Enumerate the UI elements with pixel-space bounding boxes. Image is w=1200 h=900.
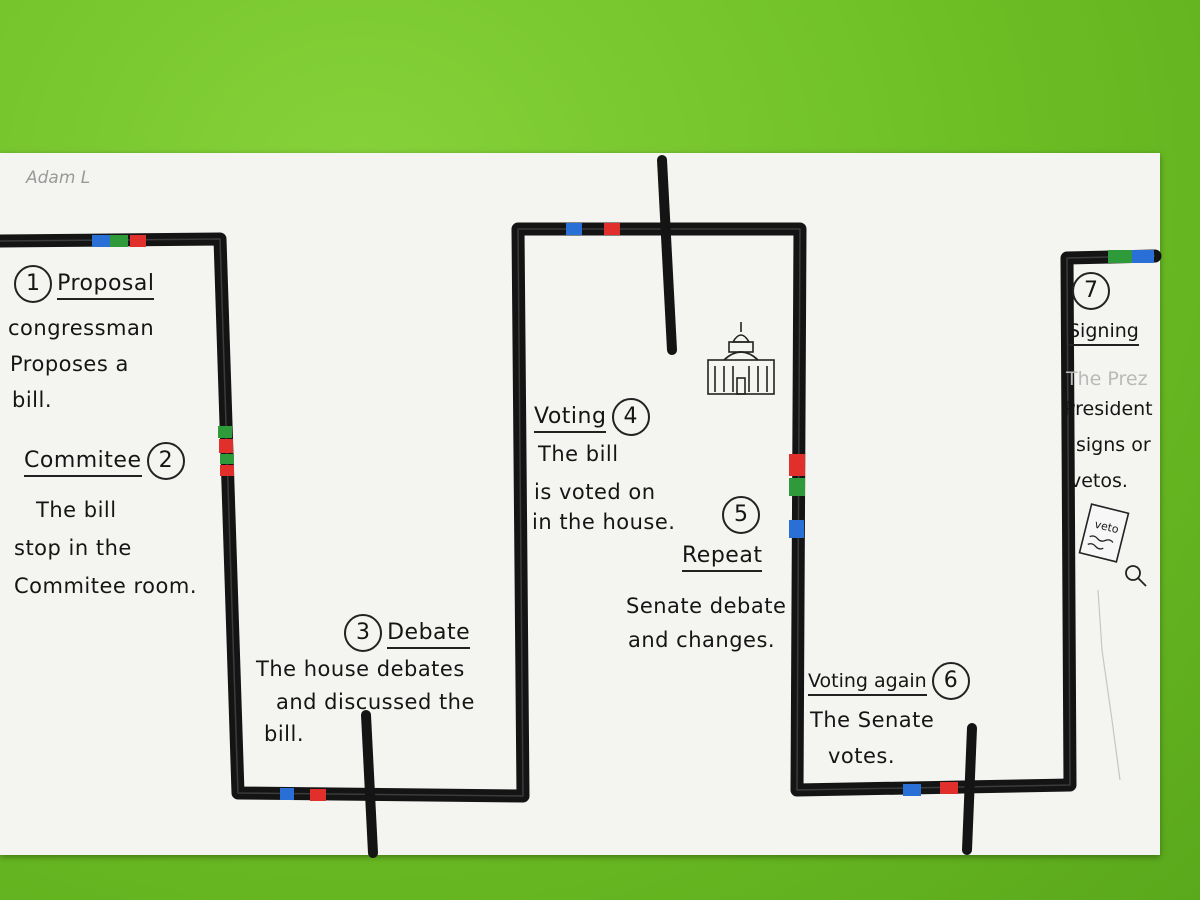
step-5-title: Repeat: [682, 543, 763, 572]
step-2-heading: Commitee 2: [24, 442, 185, 480]
step-3-line-2: and discussed the: [276, 690, 475, 714]
crossbar-bottom-right: [962, 723, 977, 855]
step-2-line-1: The bill: [36, 498, 117, 522]
capitol-building-icon: [707, 322, 775, 395]
step-7-line-3: signs or: [1076, 434, 1151, 456]
step-4-title: Voting: [534, 404, 607, 433]
step-2-title: Commitee: [24, 448, 142, 477]
step-3-heading: 3 Debate: [344, 614, 471, 652]
step-1-line-3: bill.: [12, 388, 53, 412]
magnifier-icon: [1125, 565, 1147, 587]
step-7-line-2: President: [1064, 398, 1153, 420]
signature: Adam L: [26, 168, 91, 188]
step-1-heading: 1 Proposal: [14, 265, 155, 303]
step-2-line-3: Commitee room.: [14, 574, 198, 598]
veto-paper-icon: veto: [1078, 503, 1130, 563]
step-7-line-1: The Prez: [1066, 368, 1148, 390]
step-7-number-wrap: 7: [1072, 272, 1110, 310]
step-7-heading: Signing: [1068, 320, 1139, 346]
crossbar-top: [657, 155, 677, 355]
step-4-line-3: in the house.: [532, 510, 676, 534]
step-7-number: 7: [1072, 272, 1110, 310]
step-4-line-1: The bill: [538, 442, 619, 466]
step-3-line-1: The house debates: [256, 657, 465, 681]
step-6-line-2: votes.: [828, 744, 896, 768]
veto-label: veto: [1093, 518, 1120, 537]
step-1-line-1: congressman: [8, 316, 155, 340]
step-5-number: 5: [722, 496, 760, 534]
crossbar-bottom-left: [361, 710, 378, 858]
step-6-number: 6: [931, 662, 970, 700]
step-4-number: 4: [611, 398, 650, 436]
step-3-title: Debate: [387, 620, 471, 649]
step-2-number: 2: [146, 442, 185, 480]
step-5-heading: Repeat: [682, 543, 763, 572]
step-6-heading: Voting again 6: [808, 662, 970, 700]
colored-tape-marks: [92, 223, 1154, 801]
step-3-number: 3: [344, 614, 382, 652]
step-5-line-1: Senate debate: [626, 594, 787, 618]
step-3-line-3: bill.: [264, 722, 305, 746]
step-2-line-2: stop in the: [14, 536, 132, 560]
step-6-line-1: The Senate: [810, 708, 935, 732]
step-1-title: Proposal: [57, 271, 155, 300]
step-4-heading: Voting 4: [534, 398, 650, 436]
step-4-line-2: is voted on: [534, 480, 656, 504]
step-6-title: Voting again: [808, 670, 927, 696]
step-7-line-4: vetos.: [1070, 470, 1128, 492]
step-7-title: Signing: [1068, 320, 1139, 346]
step-1-number: 1: [14, 265, 52, 303]
step-1-line-2: Proposes a: [10, 352, 129, 376]
step-5-line-2: and changes.: [628, 628, 776, 652]
step-5-number-wrap: 5: [722, 496, 760, 534]
